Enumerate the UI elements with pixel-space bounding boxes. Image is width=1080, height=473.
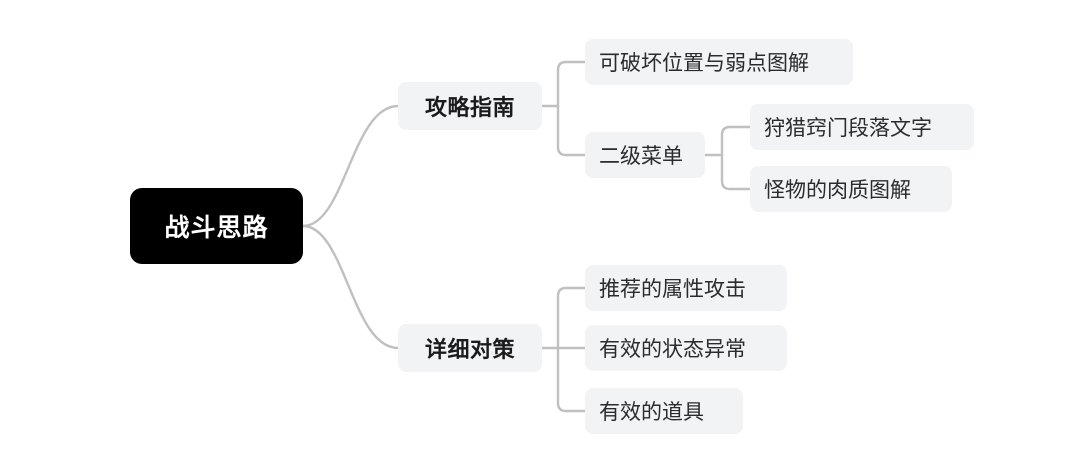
mindmap-node-recommended-element-attack-label: 推荐的属性攻击	[599, 278, 746, 301]
connector-submenu-to-child-1	[720, 125, 752, 157]
connector-branch-1-to-child-2	[556, 104, 587, 157]
mindmap-node-effective-status-ailments-label: 有效的状态异常	[599, 338, 746, 361]
mindmap-node-root[interactable]: 战斗思路	[130, 188, 303, 264]
mindmap-node-hunting-tips-text-label: 狩猎窍门段落文字	[764, 117, 932, 140]
connector-root-to-branch-1	[301, 104, 400, 228]
connector-branch-1-to-child-1	[556, 60, 587, 108]
mindmap-node-branch-detailed-countermeasures-label: 详细对策	[424, 337, 515, 362]
mindmap-node-recommended-element-attack[interactable]: 推荐的属性攻击	[585, 265, 787, 311]
mindmap-node-branch-detailed-countermeasures[interactable]: 详细对策	[398, 324, 542, 372]
connector-branch-2-to-child-3	[556, 346, 587, 413]
mindmap-node-effective-status-ailments[interactable]: 有效的状态异常	[585, 325, 787, 371]
mindmap-node-second-level-menu[interactable]: 二级菜单	[585, 132, 705, 178]
connector-submenu-to-child-2	[720, 153, 752, 191]
mindmap-node-effective-items-label: 有效的道具	[599, 401, 704, 424]
connector-branch-2-to-child-1	[556, 286, 587, 350]
mindmap-node-branch-strategy-guide-label: 攻略指南	[424, 95, 515, 120]
mindmap-node-breakable-parts-diagram[interactable]: 可破坏位置与弱点图解	[585, 39, 853, 85]
mindmap-node-second-level-menu-label: 二级菜单	[599, 145, 683, 168]
mindmap-node-breakable-parts-diagram-label: 可破坏位置与弱点图解	[599, 52, 809, 75]
mindmap-node-branch-strategy-guide[interactable]: 攻略指南	[398, 82, 542, 130]
mindmap-node-monster-meat-diagram[interactable]: 怪物的肉质图解	[750, 166, 952, 212]
mindmap-node-root-label: 战斗思路	[164, 214, 269, 242]
mindmap-node-effective-items[interactable]: 有效的道具	[585, 388, 743, 434]
connector-root-to-branch-2	[301, 224, 400, 350]
mindmap-node-monster-meat-diagram-label: 怪物的肉质图解	[764, 179, 911, 202]
mindmap-node-hunting-tips-text[interactable]: 狩猎窍门段落文字	[750, 104, 974, 150]
